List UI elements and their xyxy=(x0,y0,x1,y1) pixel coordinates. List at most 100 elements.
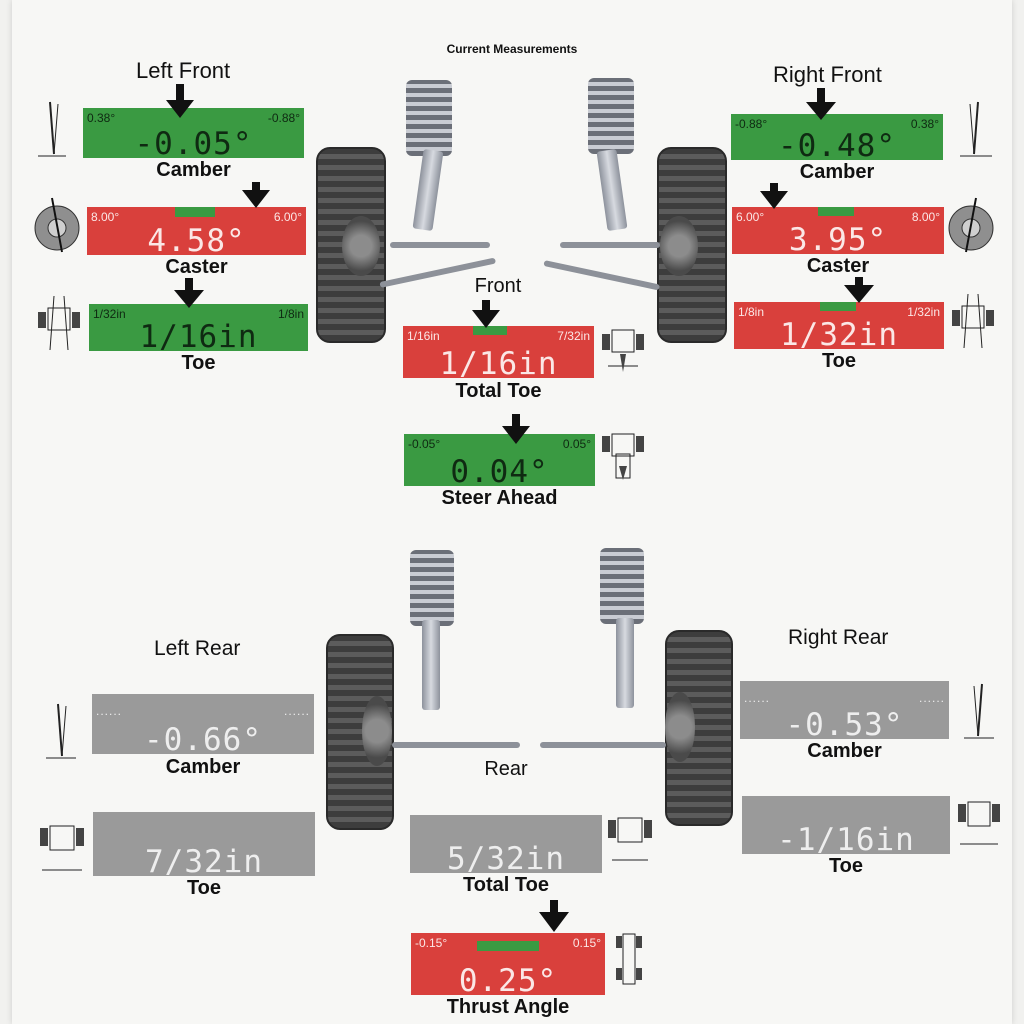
front-left-hub xyxy=(342,216,380,276)
thrust-angle-caption: Thrust Angle xyxy=(446,996,570,1018)
right-rear-toe-gauge: -1/16in xyxy=(742,796,950,858)
right-front-camber-caption: Camber xyxy=(799,161,875,183)
left-front-toe-max: 1/8in xyxy=(277,307,304,321)
right-front-camber-gauge: -0.88° 0.38° -0.48° xyxy=(731,114,943,164)
left-rear-camber-gauge: ...... ...... -0.66° xyxy=(92,694,314,758)
arrow-down-icon xyxy=(242,182,270,208)
steer-ahead-caption: Steer Ahead xyxy=(441,487,558,509)
right-front-caster-min: 6.00° xyxy=(736,210,765,224)
left-front-caster-value: 4.58° xyxy=(147,223,246,259)
left-rear-heading: Left Rear xyxy=(154,637,241,660)
arrow-down-icon xyxy=(472,300,500,328)
right-rear-camber-min: ...... xyxy=(744,691,771,705)
right-front-caster-value: 3.95° xyxy=(788,222,888,258)
right-rear-toe-value: -1/16in xyxy=(777,822,915,858)
left-front-camber-gauge: 0.38° -0.88° -0.05° xyxy=(83,108,304,162)
arrow-down-icon xyxy=(844,277,874,303)
left-front-camber-min: 0.38° xyxy=(87,111,116,125)
front-left-coil-spring xyxy=(406,80,452,156)
steer-ahead-max: 0.05° xyxy=(562,437,591,451)
left-front-toe-caption: Toe xyxy=(181,352,216,374)
arrow-down-icon xyxy=(174,278,204,308)
caster-icon xyxy=(34,197,80,253)
arrow-down-icon xyxy=(806,88,836,120)
front-total-toe-max: 7/32in xyxy=(557,329,590,343)
toe-icon xyxy=(952,293,994,349)
left-rear-toe-value: 7/32in xyxy=(145,844,263,880)
rear-total-toe-gauge: 5/32in xyxy=(410,815,602,877)
left-front-toe-min: 1/32in xyxy=(93,307,126,321)
left-rear-camber-value: -0.66° xyxy=(144,722,262,758)
right-front-toe-gauge: 1/8in 1/32in 1/32in xyxy=(734,302,944,353)
front-right-hub xyxy=(660,216,698,276)
camber-icon xyxy=(38,101,66,157)
toe-icon xyxy=(38,295,80,351)
right-front-toe-caption: Toe xyxy=(821,350,857,372)
right-rear-camber-caption: Camber xyxy=(807,740,882,762)
right-rear-toe-caption: Toe xyxy=(828,855,864,877)
camber-icon xyxy=(46,703,76,759)
right-front-camber-min: -0.88° xyxy=(735,117,768,131)
right-front-camber-value: -0.48° xyxy=(778,128,896,164)
arrow-down-icon xyxy=(166,84,194,118)
rear-left-hub xyxy=(362,696,392,766)
steer-ahead-gauge: -0.05° 0.05° 0.04° xyxy=(404,434,595,490)
rear-right-strut xyxy=(616,618,634,708)
total-toe-icon xyxy=(602,329,644,372)
thrust-angle-icon xyxy=(616,933,642,985)
right-front-caster-max: 8.00° xyxy=(911,210,940,224)
left-front-toe-value: 1/16in xyxy=(139,319,258,355)
steer-ahead-min: -0.05° xyxy=(408,437,441,451)
arrow-down-icon xyxy=(502,414,530,444)
front-total-toe-gauge: 1/16in 7/32in 1/16in xyxy=(403,326,594,382)
steer-ahead-icon xyxy=(602,433,644,480)
rear-axle-label: Rear xyxy=(484,758,528,780)
left-front-caster-max: 6.00° xyxy=(273,210,302,224)
front-total-toe-value: 1/16in xyxy=(439,346,558,382)
arrow-down-icon xyxy=(539,900,569,932)
left-front-camber-caption: Camber xyxy=(156,159,231,181)
thrust-angle-value: 0.25° xyxy=(458,963,558,999)
right-rear-heading: Right Rear xyxy=(788,626,889,649)
front-left-tie-rod xyxy=(390,242,490,248)
page-title: Current Measurements xyxy=(446,42,578,56)
camber-icon xyxy=(960,101,992,157)
left-rear-toe-gauge: 7/32in xyxy=(93,812,315,880)
front-right-tie-rod xyxy=(560,242,660,248)
front-total-toe-caption: Total Toe xyxy=(455,380,542,402)
right-front-toe-max: 1/32in xyxy=(907,305,940,319)
left-front-caster-gauge: 8.00° 6.00° 4.58° xyxy=(87,207,306,259)
arrow-down-icon xyxy=(760,183,788,209)
rear-total-toe-caption: Total Toe xyxy=(463,874,549,896)
caster-icon xyxy=(948,197,994,253)
rear-left-coil-spring xyxy=(410,550,454,626)
rear-total-toe-value: 5/32in xyxy=(447,841,565,877)
thrust-angle-gauge: -0.15° 0.15° 0.25° xyxy=(411,933,605,999)
steer-ahead-value: 0.04° xyxy=(450,454,549,490)
left-front-caster-min: 8.00° xyxy=(91,210,120,224)
front-axle-label: Front xyxy=(474,275,522,297)
left-front-camber-value: -0.05° xyxy=(134,126,253,162)
thrust-angle-max: 0.15° xyxy=(572,936,601,950)
left-rear-camber-caption: Camber xyxy=(165,756,241,778)
rear-left-strut xyxy=(422,620,440,710)
right-rear-camber-value: -0.53° xyxy=(785,707,904,743)
camber-icon xyxy=(964,683,994,739)
left-front-heading: Left Front xyxy=(136,58,231,83)
front-total-toe-min: 1/16in xyxy=(407,329,440,343)
left-front-caster-caption: Caster xyxy=(165,256,228,278)
toe-icon xyxy=(40,825,84,871)
left-rear-camber-min: ...... xyxy=(96,704,123,718)
right-rear-camber-gauge: ...... ...... -0.53° xyxy=(740,681,949,743)
right-front-toe-min: 1/8in xyxy=(738,305,765,319)
rear-right-hub xyxy=(665,692,695,762)
thrust-angle-min: -0.15° xyxy=(415,936,448,950)
left-front-toe-gauge: 1/32in 1/8in 1/16in xyxy=(89,304,308,355)
right-front-heading: Right Front xyxy=(773,62,882,87)
right-front-camber-max: 0.38° xyxy=(910,117,939,131)
front-right-coil-spring xyxy=(588,78,634,154)
toe-icon xyxy=(958,801,1000,845)
right-rear-camber-max: ...... xyxy=(918,691,945,705)
right-front-caster-gauge: 6.00° 8.00° 3.95° xyxy=(732,207,944,258)
left-rear-camber-max: ...... xyxy=(283,704,310,718)
